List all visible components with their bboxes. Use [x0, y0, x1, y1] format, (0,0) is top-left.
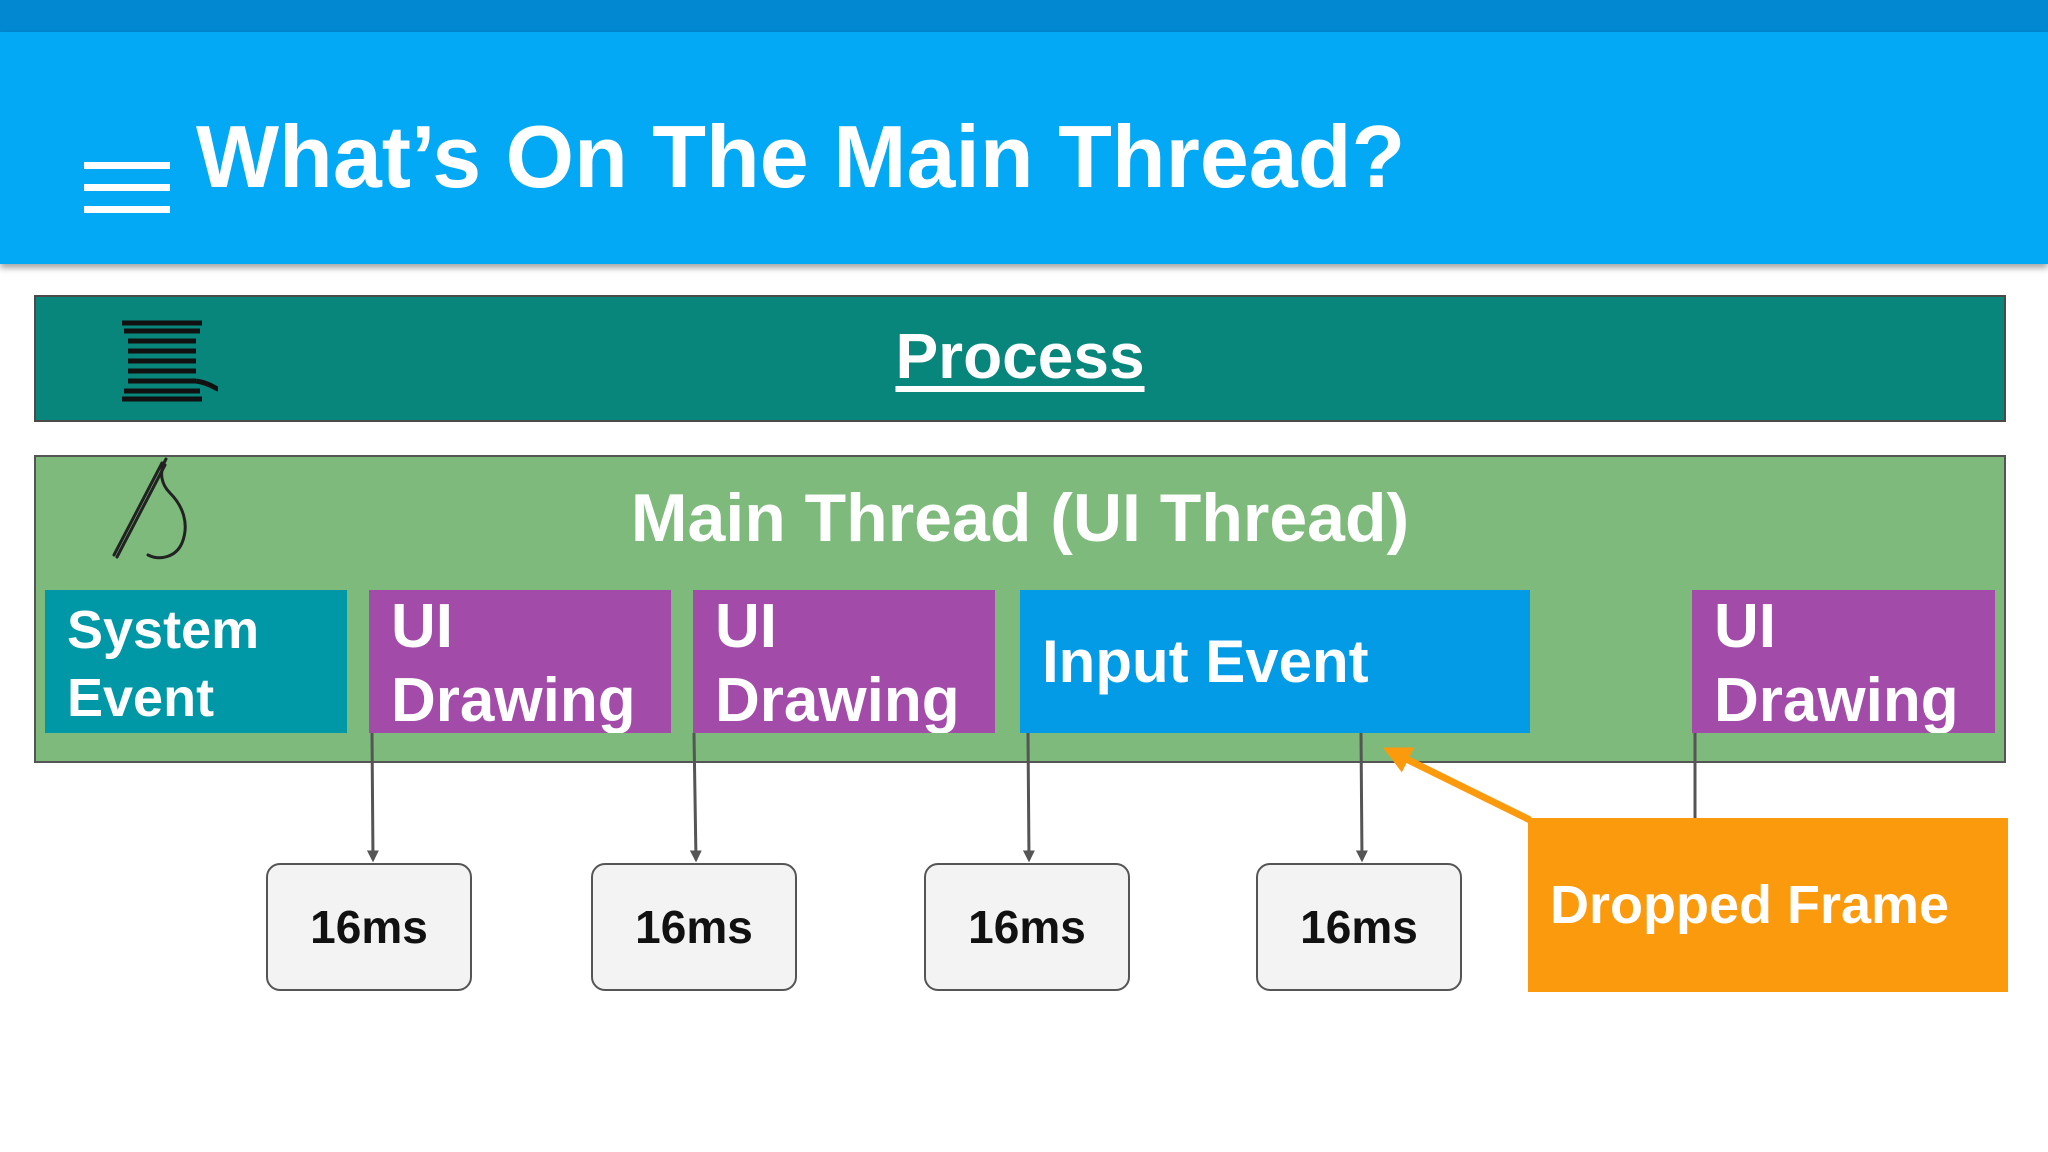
frame-duration-box: 16ms: [1256, 863, 1462, 991]
menu-icon: [84, 162, 170, 214]
process-label: Process: [895, 320, 1145, 392]
system-event-block: System Event: [45, 590, 347, 733]
ui-drawing-block: UI Drawing: [1692, 590, 1995, 733]
frame-duration-box: 16ms: [266, 863, 472, 991]
main-thread-label: Main Thread (UI Thread): [630, 480, 1410, 556]
input-event-block: Input Event: [1020, 590, 1530, 733]
slide-title: What’s On The Main Thread?: [196, 107, 1406, 206]
frame-duration-box: 16ms: [591, 863, 797, 991]
dropped-frame-callout: Dropped Frame: [1528, 818, 2008, 992]
ui-drawing-block: UI Drawing: [369, 590, 671, 733]
slide-header: [0, 32, 2048, 264]
process-bar: Process: [34, 295, 2006, 422]
needle-icon: [112, 457, 187, 560]
frame-duration-box: 16ms: [924, 863, 1130, 991]
header-top-band: [0, 0, 2048, 32]
ui-drawing-block: UI Drawing: [693, 590, 995, 733]
spool-icon: [122, 320, 219, 402]
